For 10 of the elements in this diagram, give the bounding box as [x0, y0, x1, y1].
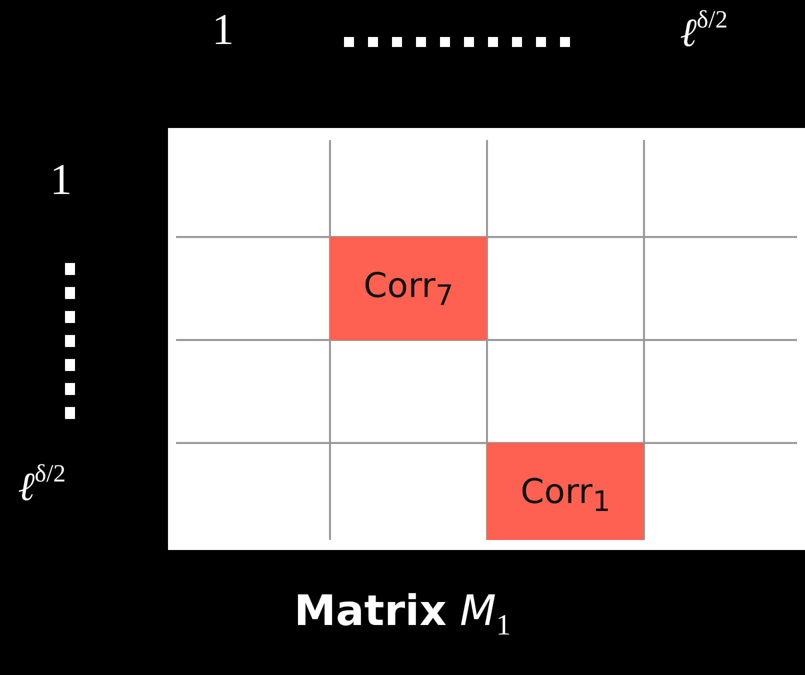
matrix-caption: Matrix M$_{1}$	[294, 586, 511, 635]
cell-label: Corr$_{7}$	[364, 266, 454, 312]
axis-index-label: 1	[50, 158, 72, 202]
highlighted-cell	[330, 237, 487, 340]
matrix-grid	[168, 128, 805, 550]
cell-label: Corr$_{1}$	[520, 472, 610, 518]
axis-index-label: ℓ$^{δ/2}$	[18, 462, 66, 507]
highlighted-cell	[487, 443, 644, 540]
axis-index-label: 1	[212, 8, 234, 52]
axis-index-label: ℓ$^{δ/2}$	[680, 8, 728, 53]
